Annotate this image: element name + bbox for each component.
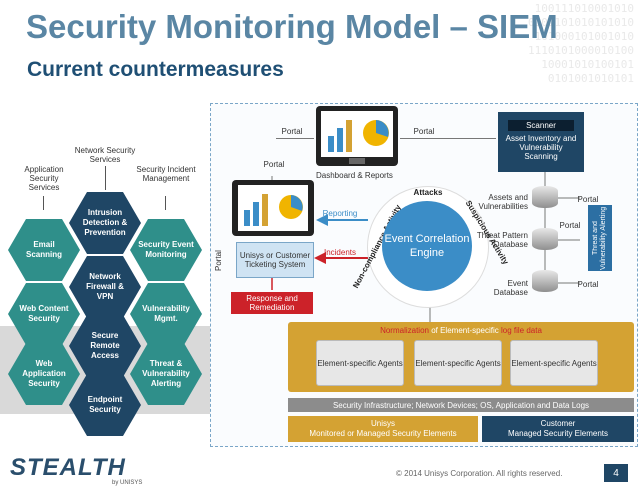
infrastructure-bar: Security Infrastructure; Network Devices…: [288, 398, 634, 412]
hex-network-firewall: Network Firewall & VPN: [69, 256, 141, 318]
customer-title: Customer: [540, 419, 576, 428]
portal-label[interactable]: Portal: [577, 195, 599, 204]
binary-watermark: 100111010001010 0101101010101010 1010001…: [528, 2, 634, 85]
dashboard-monitor: [316, 106, 398, 166]
database-icon: [532, 186, 558, 208]
connector-line: [105, 166, 106, 190]
label-application-security: Application Security Services: [24, 165, 64, 192]
scanner-box: Scanner Asset Inventory and Vulnerabilit…: [498, 112, 584, 172]
agent-box: Element-specific Agents: [414, 340, 502, 386]
unisys-text: Monitored or Managed Security Elements: [309, 429, 457, 438]
portal-tablet: [232, 180, 314, 236]
connector-line: [165, 196, 166, 210]
portal-label[interactable]: Portal: [263, 160, 285, 169]
label-security-incident: Security Incident Management: [136, 165, 196, 183]
hex-vulnerability-mgmt: Vulnerability Mgmt.: [130, 283, 202, 345]
database-icon: [532, 270, 558, 292]
portal-label[interactable]: Portal: [413, 127, 435, 136]
ticketing-system: Unisys or Customer Ticketing System: [236, 242, 314, 278]
page-subtitle: Current countermeasures: [27, 58, 284, 81]
portal-label[interactable]: Portal: [281, 127, 303, 136]
reporting-label: Reporting: [322, 209, 358, 218]
hex-threat-vulnerability-alerting: Threat & Vulnerability Alerting: [130, 343, 202, 405]
page-number: 4: [604, 464, 628, 482]
hex-web-content-security: Web Content Security: [8, 283, 80, 345]
scanner-text: Asset Inventory and Vulnerability Scanni…: [505, 134, 577, 161]
connector-line: [43, 196, 44, 210]
dashboard-label: Dashboard & Reports: [316, 171, 393, 180]
customer-text: Managed Security Elements: [507, 429, 609, 438]
connector-line: [276, 138, 314, 139]
event-correlation-engine: Event Correlation Engine: [382, 201, 472, 291]
hex-web-application-security: Web Application Security: [8, 343, 80, 405]
threat-alerting-box: Threat and Vulnerability Alerting: [588, 205, 612, 271]
label-network-security: Network Security Services: [74, 146, 136, 164]
db-threat-label: Threat Pattern Database: [476, 231, 528, 249]
page-title: Security Monitoring Model – SIEM: [26, 8, 558, 45]
incidents-label: Incidents: [323, 248, 357, 257]
threat-alerting-label: Threat and Vulnerability Alerting: [592, 206, 607, 270]
ring-attacks-label: Attacks: [413, 188, 443, 197]
stealth-logo: STEALTH: [10, 454, 126, 481]
customer-elements-box: Customer Managed Security Elements: [482, 416, 634, 442]
portal-label[interactable]: Portal: [559, 221, 581, 230]
connector-line: [400, 138, 496, 139]
hex-secure-remote-access: Secure Remote Access: [69, 315, 141, 377]
unisys-title: Unisys: [370, 419, 395, 428]
agent-box: Element-specific Agents: [316, 340, 404, 386]
portal-label[interactable]: Portal: [577, 280, 599, 289]
agent-box: Element-specific Agents: [510, 340, 598, 386]
hex-endpoint-security: Endpoint Security: [69, 374, 141, 436]
response-remediation: Response and Remediation: [231, 292, 313, 314]
normalization-label: Normalization of Element-specific log fi…: [380, 326, 542, 335]
copyright: © 2014 Unisys Corporation. All rights re…: [396, 469, 563, 478]
unisys-logo: by UNISYS: [112, 480, 143, 486]
database-icon: [532, 228, 558, 250]
scanner-title: Scanner: [508, 120, 574, 131]
db-event-label: Event Database: [493, 279, 528, 297]
unisys-elements-box: Unisys Monitored or Managed Security Ele…: [288, 416, 478, 442]
tablet-chart-icon: [238, 185, 308, 231]
dashboard-chart-icon: [321, 111, 393, 164]
db-assets-label: Assets and Vulnerabilities: [478, 193, 528, 211]
